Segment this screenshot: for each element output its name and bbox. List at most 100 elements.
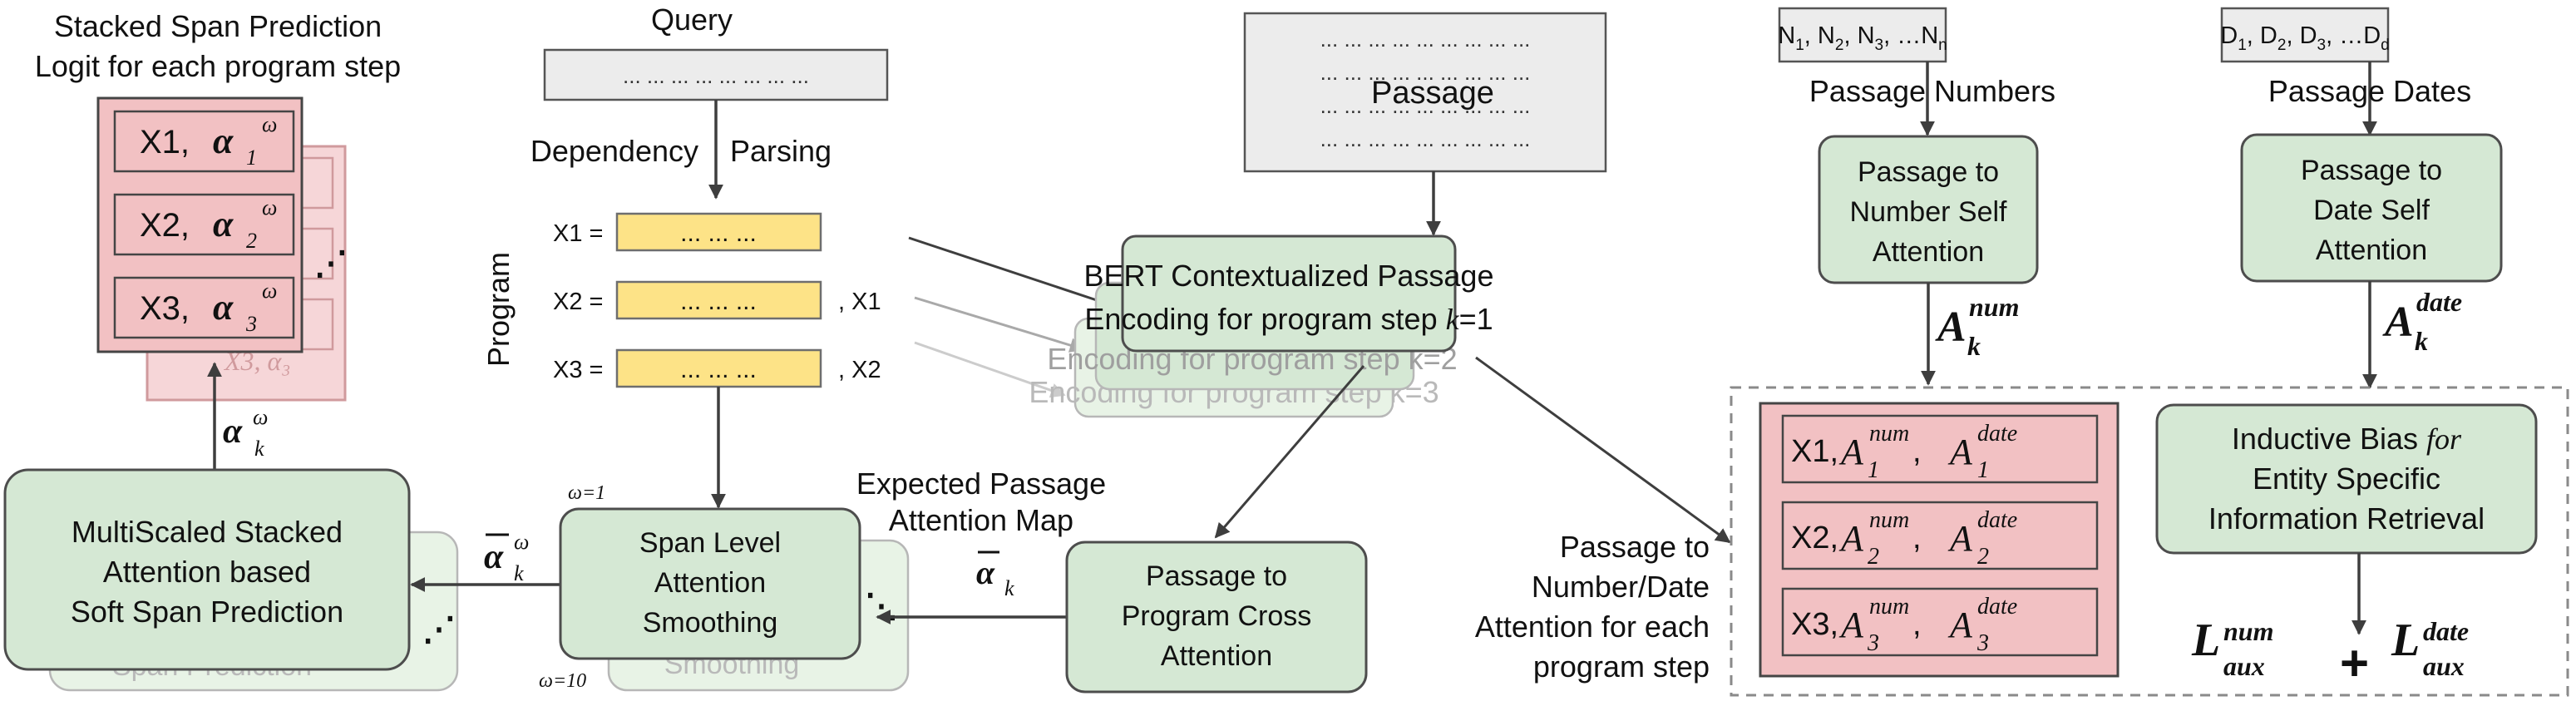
span-level-box — [559, 507, 861, 660]
attn-row-comma-2: , — [1912, 521, 1922, 555]
attn-row-a-num-sub-3: 3 — [1867, 630, 1879, 656]
attn-row-box-3 — [1781, 587, 2099, 657]
stacked-logit-row-2: X2, α 2 ω — [113, 193, 295, 256]
attn-row-comma-3: , — [1912, 607, 1922, 642]
number-self-attn-line1: Passage to — [1858, 156, 1999, 188]
attn-row-a-num-sup-3: num — [1869, 594, 1909, 620]
program-slot-1 — [615, 212, 822, 252]
loss-date-sub: aux — [2423, 651, 2465, 681]
num-date-caption-line3: Attention for each — [1475, 610, 1710, 644]
aux-loss-expression: L num aux + L date aux — [2191, 615, 2469, 691]
attn-row-box-2 — [1781, 501, 2099, 570]
arrow-bert-to-cross — [1214, 365, 1365, 539]
logit-row-label-1: X1, — [140, 124, 190, 160]
auxiliary-loss-container — [1730, 386, 2569, 697]
inductive-line3: Information Retrieval — [2208, 501, 2485, 536]
attn-row-a-date-3: A — [1947, 605, 1973, 645]
logit-row-alpha-1: α — [213, 121, 234, 161]
logit-row-omega-3: ω — [262, 279, 277, 303]
attn-row-comma-1: , — [1912, 434, 1922, 469]
a-k-num-symbol: A — [1935, 304, 1967, 351]
program-slot-3 — [615, 348, 822, 388]
numbers-sequence: N1, N2, N3, …Nn — [1778, 22, 1947, 54]
loss-plus: + — [2340, 635, 2369, 691]
query-group: Query ... ... ... ... ... ... ... ... De… — [530, 2, 889, 200]
passage-box — [1243, 12, 1607, 173]
date-self-attn-line2: Date Self — [2313, 195, 2430, 226]
multiscaled-ellipsis-icon: ⋰ — [422, 610, 456, 648]
passage-dots-2: ... ... ... ... ... ... ... ... ... — [1320, 60, 1531, 85]
attn-row-a-num-sub-2: 2 — [1868, 544, 1879, 570]
parsing-label: Parsing — [730, 134, 832, 168]
attn-row-label-2: X2, — [1791, 521, 1838, 555]
attn-row-label-1: X1, — [1791, 434, 1838, 469]
num-date-caption-line4: program step — [1533, 649, 1710, 684]
multiscaled-group: Span Prediction MultiScaled Stacked Atte… — [3, 468, 459, 692]
stacked-span-title-line1: Stacked Span Prediction — [54, 9, 382, 43]
loss-date-sup: date — [2423, 616, 2469, 646]
cross-attention-group: Passage to Program Cross Attention — [1065, 541, 1368, 694]
attn-row-a-date-sub-2: 2 — [1977, 544, 1989, 570]
arrow-x2-to-bert — [914, 296, 1085, 353]
stacked-span-title-line2: Logit for each program step — [35, 49, 401, 83]
cross-line1: Passage to — [1146, 560, 1287, 592]
num-date-caption-line1: Passage to — [1560, 530, 1710, 564]
query-box-text: ... ... ... ... ... ... ... ... — [623, 63, 809, 88]
multiscaled-line1: MultiScaled Stacked — [72, 515, 343, 549]
program-axis-label: Program — [481, 252, 516, 367]
span-level-ellipsis-icon: ⋱ — [865, 587, 898, 624]
inductive-bias-box — [2155, 403, 2538, 555]
bert-line1: BERT Contextualized Passage — [1084, 259, 1494, 293]
numbers-box — [1778, 7, 1947, 63]
numbers-caption: Passage Numbers — [1809, 74, 2055, 108]
dates-caption: Passage Dates — [2268, 74, 2471, 108]
arrow-x3-to-bert — [914, 341, 1066, 398]
dates-box — [2220, 7, 2390, 63]
attn-row-a-num-sub-1: 1 — [1868, 457, 1879, 483]
program-row-1: X1 = ... ... ... — [553, 212, 822, 252]
date-self-attn-line3: Attention — [2316, 234, 2427, 266]
program-row-suffix-2: , X1 — [838, 289, 881, 315]
number-self-attn-line2: Number Self — [1850, 196, 2008, 228]
program-row-label-2: X2 = — [553, 289, 603, 315]
program-attention-table: X1, A 1 num , A 1 date X2, A 2 num , A 2… — [1759, 402, 2120, 678]
alpha-bar-sub: k — [514, 561, 524, 585]
attn-row-box-1 — [1781, 414, 2099, 484]
expected-line2: Attention Map — [889, 503, 1073, 537]
logit-row-label-3: X3, — [140, 290, 190, 327]
attn-row-a-date-2: A — [1947, 518, 1973, 559]
loss-num-sub: aux — [2223, 651, 2265, 681]
logit-row-alpha-3: α — [213, 287, 234, 328]
program-row-3: X3 = ... ... ... , X2 — [553, 348, 881, 388]
arrow-x1-to-bert — [908, 236, 1116, 309]
a-k-num-sub: k — [1967, 331, 1981, 361]
inductive-line2: Entity Specific — [2253, 462, 2440, 496]
stacked-logit-row-3: X3, α 3 ω — [113, 276, 295, 339]
stack-ellipsis-icon: ⋰ — [314, 244, 348, 282]
span-level-line3: Smoothing — [643, 607, 778, 639]
number-self-attn-line3: Attention — [1873, 236, 1984, 268]
a-k-date-sup: date — [2416, 287, 2462, 317]
alpha-bar-symbol: α — [484, 538, 504, 576]
attn-row-a-date-sub-3: 3 — [1976, 630, 1989, 656]
program-attention-row-3: X3, A 3 num , A 3 date — [1781, 587, 2099, 657]
logit-row-omega-2: ω — [262, 195, 277, 220]
attn-row-a-date-1: A — [1947, 432, 1973, 472]
numbers-group: N1, N2, N3, …Nn Passage Numbers Passage … — [1778, 7, 2055, 386]
span-level-group: ω=1 Smoothing Span Level Attention Smoot… — [539, 482, 910, 692]
loss-num-symbol: L — [2191, 615, 2220, 666]
multiscaled-line3: Soft Span Prediction — [71, 595, 343, 629]
omega-top-label: ω=1 — [568, 482, 605, 504]
arrow-bert-to-numdate — [1475, 356, 1731, 544]
a-k-date-symbol: A — [2382, 299, 2414, 346]
bert-line2-prefix: Encoding for program step — [1084, 302, 1445, 336]
passage-group: ... ... ... ... ... ... ... ... ... ... … — [1243, 12, 1607, 236]
stacked-span-prediction-group: Stacked Span Prediction Logit for each p… — [35, 9, 401, 402]
span-level-line1: Span Level — [639, 527, 781, 559]
expected-attention-label-group: Expected Passage Attention Map α k — [856, 467, 1106, 600]
alpha-k-omega-label: α k ω — [223, 405, 268, 461]
num-date-caption-line2: Number/Date — [1532, 570, 1710, 604]
